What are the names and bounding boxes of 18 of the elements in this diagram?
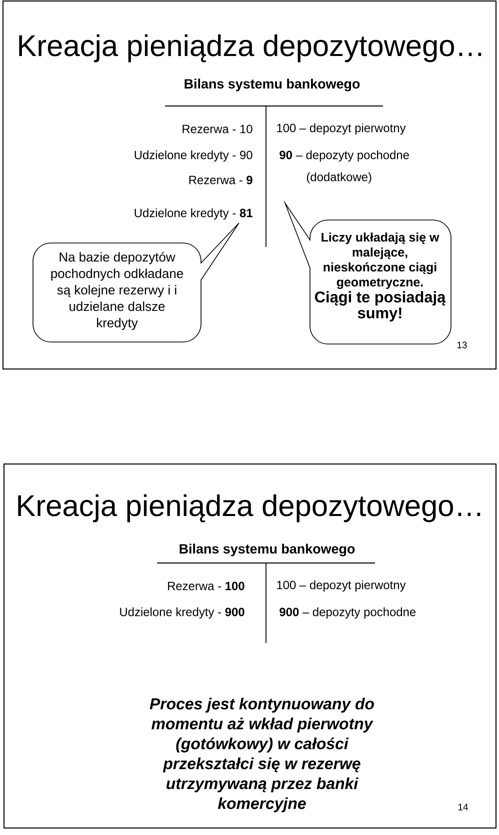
page-number: 14 <box>458 804 468 810</box>
speech-bubble: Na bazie depozytów pochodnych odkładane są kolejne rezerwy i i udzielane dalsze kredyty <box>32 222 240 342</box>
account-entry: 100 – depozyt pierwotny <box>277 123 406 135</box>
note-text: Proces jest kontynuowany do momentu aż wkład pierwotny (gotówkowy) w całości przekształci się w rezerwę utrzymywaną przez banki komercyjne <box>150 698 374 812</box>
account-entry: 100 – depozyt pierwotny <box>277 580 406 592</box>
account-entry: 90 – depozyty pochodne <box>280 150 409 162</box>
account-entry: Udzielone kredyty - 900 <box>120 607 244 619</box>
account-entry: Rezerwa - 10 <box>182 124 252 134</box>
account-entry: 900 – depozyty pochodne <box>280 607 416 619</box>
account-entry: Udzielone kredyty - 90 <box>134 150 252 162</box>
account-entry: Rezerwa - 100 <box>168 582 244 590</box>
account-entry: Udzielone kredyty - 81 <box>134 208 252 220</box>
account-entry: (dodatkowe) <box>306 172 372 184</box>
speech-bubble: Liczy układają się w malejące, nieskończone ciągi geometryczne. Ciągi te posiadają sumy! <box>284 202 452 344</box>
table-heading: Bilans systemu bankowego <box>184 78 360 92</box>
account-entry: Rezerwa - 9 <box>189 176 252 184</box>
page-number: 13 <box>457 342 467 348</box>
table-heading: Bilans systemu bankowego <box>180 544 355 556</box>
